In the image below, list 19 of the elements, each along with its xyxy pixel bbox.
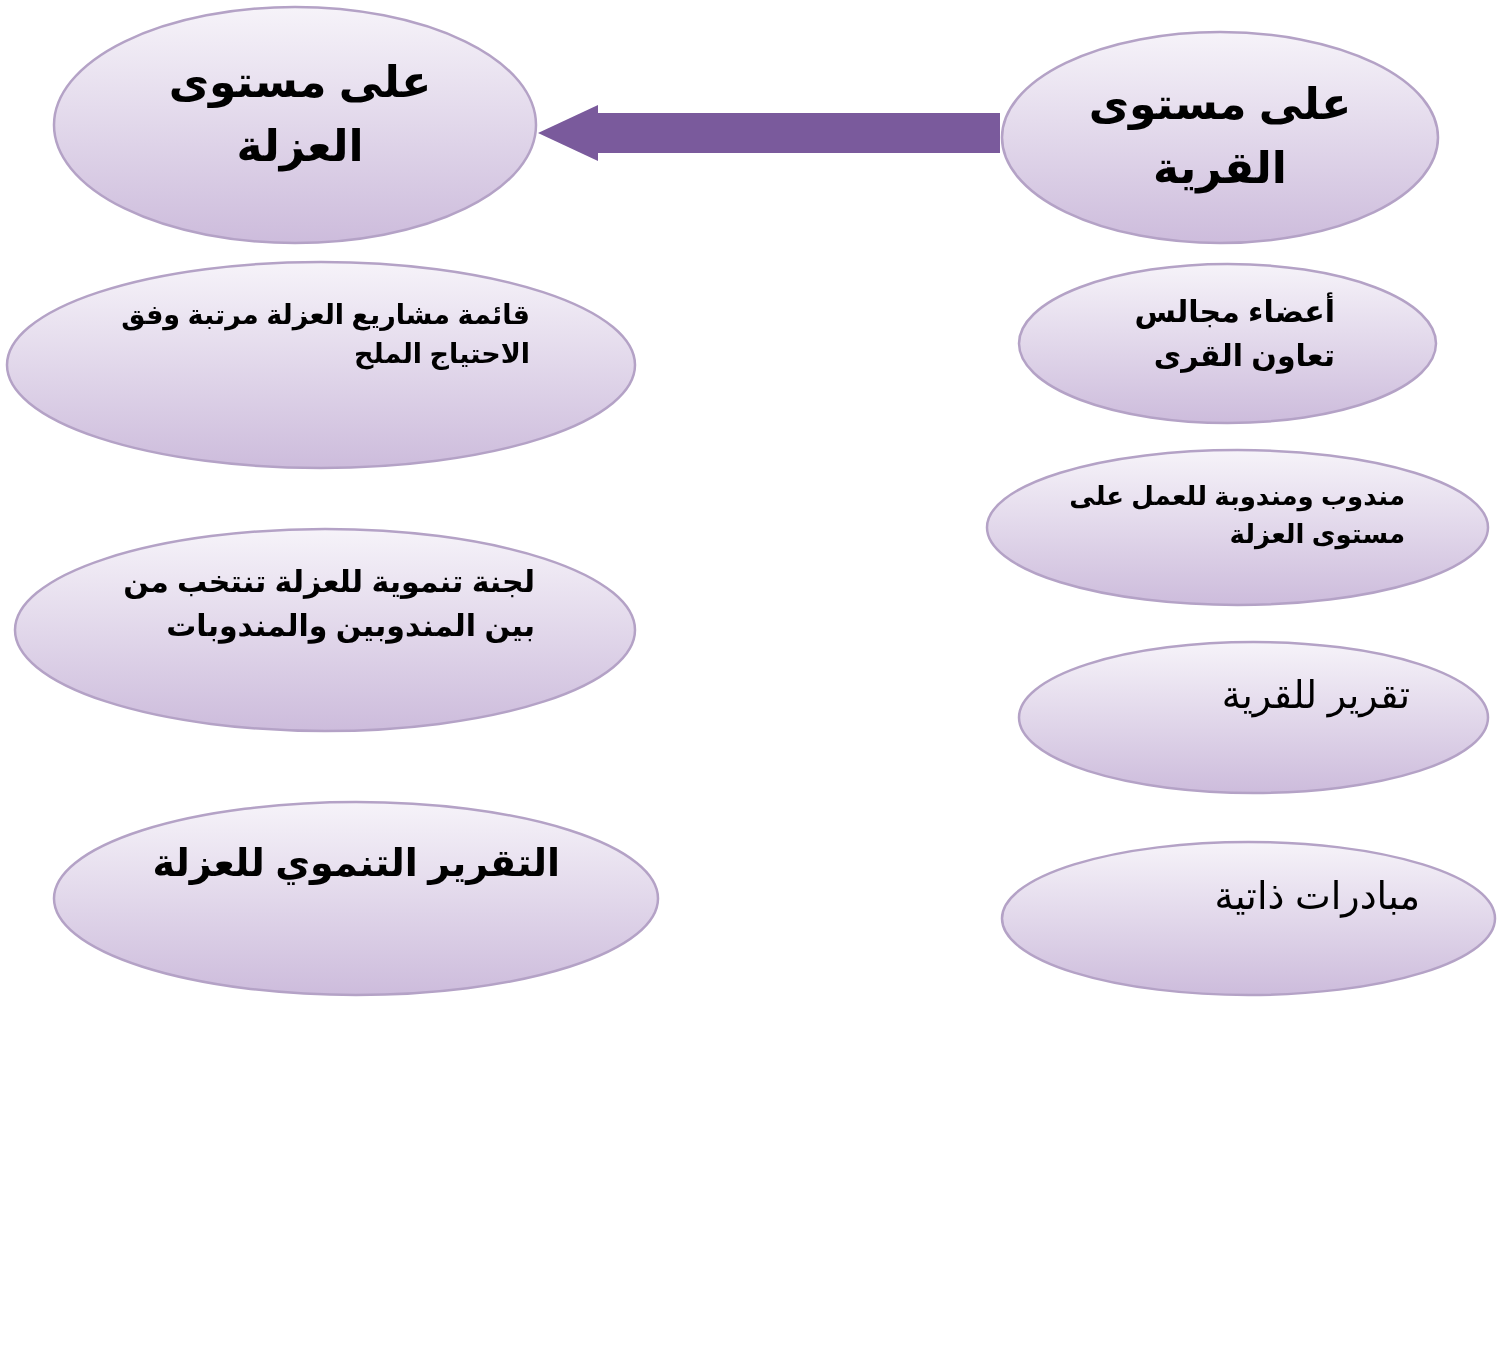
node-text: على مستوى القرية xyxy=(1087,78,1353,196)
node-text: لجنة تنموية للعزلة تنتخب من بين المندوبين والمندوبات xyxy=(122,564,535,646)
ellipse-shape xyxy=(985,448,1490,607)
block-arrow xyxy=(538,105,1000,161)
ellipse-shape xyxy=(1017,262,1438,425)
node-text: التقرير التنموي للعزلة xyxy=(151,841,560,887)
ellipse-shape xyxy=(1017,640,1490,795)
node-text: أعضاء مجالس تعاون القرى xyxy=(1090,290,1335,377)
ellipse-shape xyxy=(13,527,637,733)
node-text: مبادرات ذاتية xyxy=(1213,874,1420,920)
ellipse-shape xyxy=(52,5,538,245)
node-text: تقرير للقرية xyxy=(1220,673,1410,720)
ellipse-shape xyxy=(52,800,660,997)
ellipse-shape xyxy=(5,260,637,470)
node-text: قائمة مشاريع العزلة مرتبة وفق الاحتياج الملح xyxy=(120,299,530,372)
node-text: مندوب ومندوبة للعمل على مستوى العزلة xyxy=(1068,480,1405,552)
ellipse-shape xyxy=(1000,30,1440,245)
ellipse-shape xyxy=(1000,840,1497,997)
node-text: على مستوى العزلة xyxy=(167,56,433,174)
